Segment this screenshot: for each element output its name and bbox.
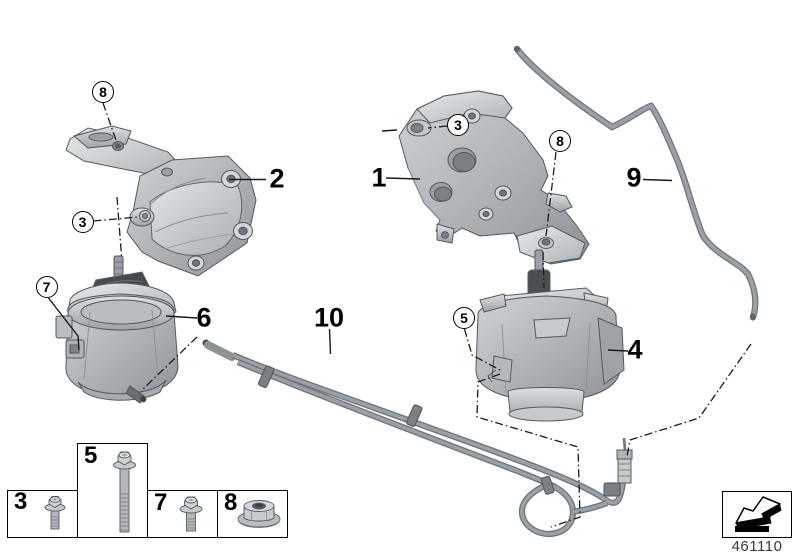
diagram-doc-number: 461110	[731, 538, 783, 555]
legend-number-5: 5	[84, 442, 98, 469]
callout-7[interactable]: 7	[35, 276, 58, 298]
legend-cell-nut-8[interactable]	[217, 490, 288, 538]
part-label-1[interactable]: 1	[371, 162, 387, 193]
engine-mount-part-6-drawing	[55, 255, 179, 404]
part-label-10[interactable]: 10	[313, 302, 345, 333]
engine-bracket-part-1-drawing	[398, 90, 590, 265]
part-label-9[interactable]: 9	[626, 162, 642, 193]
callout-8-left[interactable]: 8	[92, 80, 114, 103]
engine-bracket-part-2-drawing	[65, 125, 257, 277]
callout-8-right[interactable]: 8	[549, 130, 571, 152]
callout-3-left[interactable]: 3	[71, 210, 94, 233]
page-direction-box[interactable]	[722, 491, 792, 538]
part-label-2[interactable]: 2	[269, 163, 285, 194]
hose-assembly-part-10-drawing	[202, 339, 633, 538]
hex-flange-bolt-small-icon	[44, 496, 66, 530]
legend-number-7: 7	[154, 489, 168, 516]
hex-flange-nut-icon	[237, 500, 281, 528]
vacuum-hose-part-9-drawing	[513, 45, 759, 321]
callout-5[interactable]: 5	[453, 307, 475, 329]
legend-cell-bolt-7[interactable]	[147, 490, 218, 538]
callout-3-right[interactable]: 3	[447, 114, 469, 136]
legend-cell-bolt-5[interactable]	[77, 443, 148, 538]
legend-cell-bolt-3[interactable]	[7, 490, 78, 538]
engine-mount-part-4-drawing	[475, 249, 625, 422]
assembly-connection-lines	[93, 102, 752, 528]
page-direction-arrow-icon	[735, 496, 782, 532]
leader-lines	[47, 129, 673, 355]
hex-flange-bolt-medium-icon	[179, 496, 203, 532]
part-label-4[interactable]: 4	[627, 334, 643, 365]
hex-flange-bolt-long-icon	[113, 451, 136, 533]
legend-number-8: 8	[224, 489, 238, 516]
part-label-6[interactable]: 6	[196, 302, 212, 333]
legend-number-3: 3	[14, 488, 28, 515]
